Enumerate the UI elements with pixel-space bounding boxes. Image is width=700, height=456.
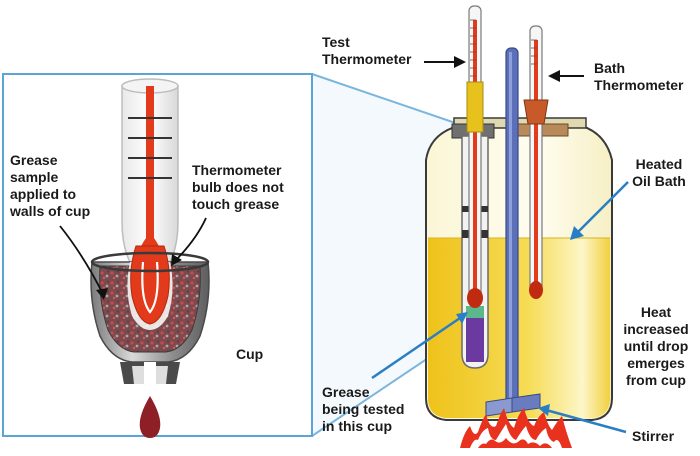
heated-oil-bath-label: Heated Oil Bath (624, 156, 694, 190)
heat-increased-label-line: Heat (640, 304, 672, 320)
bulb-note-label-line: bulb does not (192, 179, 284, 195)
test-thermometer-label-line: Thermometer (322, 51, 412, 67)
inset-arrows (59, 217, 207, 300)
grease-being-tested-label-line: being tested (322, 401, 405, 417)
heat-increased-label-line: from cup (626, 372, 686, 388)
heated-oil-bath-label-line: Heated (635, 156, 683, 172)
cup-label: Cup (236, 346, 264, 362)
grease-sample-label-line: Grease (10, 152, 58, 168)
bulb-note-label-line: touch grease (192, 196, 280, 212)
grease-sample-label-line: walls of cup (10, 203, 91, 219)
stirrer-label: Stirrer (632, 428, 675, 444)
bulb-note-label-line: Thermometer (192, 162, 282, 178)
inset-grease-cup (90, 245, 210, 386)
bath-thermometer (523, 25, 549, 299)
inset-detail-panel (2, 73, 313, 438)
grease-sample-label: Grease sample applied to walls of cup (10, 152, 90, 220)
grease-being-tested-label-line: Grease (322, 384, 370, 400)
oil-bath-jar (425, 117, 613, 421)
grease-drop (139, 396, 161, 438)
bath-thermometer-label: Bath Thermometer (594, 60, 683, 94)
grease-being-tested-label: Grease being tested in this cup (322, 384, 404, 435)
bath-thermometer-label-line: Thermometer (594, 77, 684, 93)
heat-increased-label: Heat increased until drop emerges from c… (614, 304, 698, 389)
grease-sample-label-line: sample (10, 169, 59, 185)
heat-increased-label-line: emerges (627, 355, 685, 371)
bulb-note-label: Thermometer bulb does not touch grease (192, 162, 284, 213)
heat-increased-label-line: until drop (623, 338, 689, 354)
test-thermometer-label-line: Test (322, 34, 350, 50)
label-arrows (371, 56, 629, 434)
burner-flame (458, 408, 576, 452)
grease-sample-label-line: applied to (10, 186, 77, 202)
test-thermometer-label: Test Thermometer (322, 34, 411, 68)
test-thermometer (466, 5, 484, 308)
stirrer-rod (485, 47, 541, 417)
grease-being-tested-label-line: in this cup (322, 418, 392, 434)
heat-increased-label-line: increased (623, 321, 689, 337)
heated-oil-bath-label-line: Oil Bath (632, 173, 686, 189)
bath-thermometer-label-line: Bath (594, 60, 626, 76)
